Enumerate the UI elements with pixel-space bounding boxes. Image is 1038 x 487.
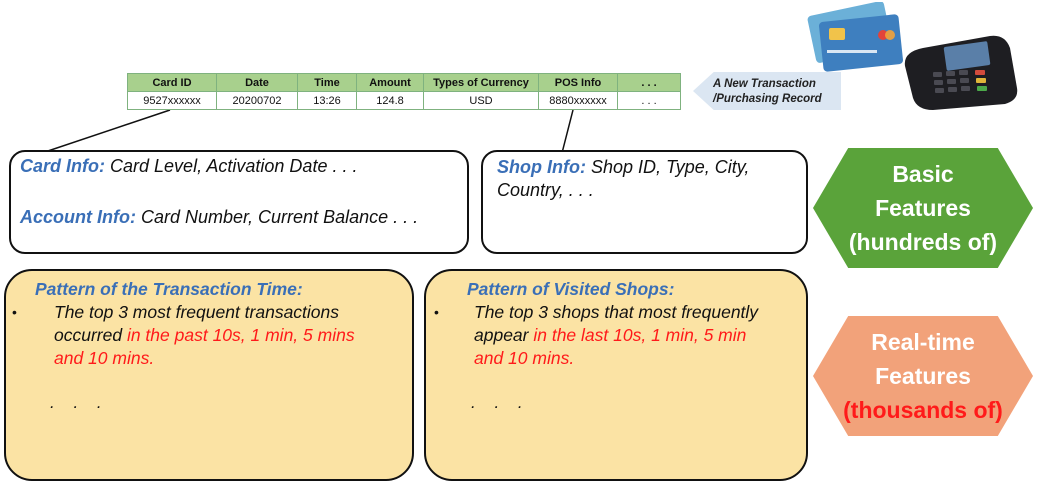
shop-info-label: Shop Info: <box>497 157 586 177</box>
time-pattern-line1: The top 3 most frequent transactions <box>54 302 340 322</box>
cell-more: . . . <box>617 91 681 110</box>
new-transaction-arrow <box>693 72 841 110</box>
time-pattern-line2: occurred in the past 10s, 1 min, 5 mins <box>54 324 409 347</box>
cell-card-id: 9527xxxxxx <box>127 91 217 110</box>
realtime-features-line1: Real-time <box>871 329 975 355</box>
credit-card-icon <box>807 2 903 72</box>
shop-pattern-line2-black: appear <box>474 325 534 345</box>
basic-features-hexagon <box>813 148 1033 268</box>
basic-features-line1: Basic <box>892 161 954 187</box>
pos-terminal-icon <box>904 35 1018 110</box>
pos-info-callout <box>561 109 598 154</box>
new-transaction-label: A New Transaction /Purchasing Record <box>713 77 843 107</box>
time-pattern-title: Pattern of the Transaction Time: <box>35 279 303 299</box>
realtime-features-line3: (thousands of) <box>843 397 1003 423</box>
cell-currency: USD <box>423 91 539 110</box>
col-amount: Amount <box>356 73 424 92</box>
time-pattern-bullet: • <box>12 304 17 320</box>
card-info-line: Card Info: Card Level, Activation Date .… <box>20 156 357 177</box>
account-info-text: Card Number, Current Balance . . . <box>141 207 419 227</box>
card-account-info-box <box>9 150 469 254</box>
time-pattern-line2-black: occurred <box>54 325 127 345</box>
account-info-label: Account Info: <box>20 207 136 227</box>
shop-pattern-title: Pattern of Visited Shops: <box>467 279 675 299</box>
col-card-id: Card ID <box>127 73 217 92</box>
col-pos-info: POS Info <box>538 73 618 92</box>
shop-pattern-ellipsis: . . . <box>471 393 530 412</box>
new-transaction-line1: A New Transaction <box>713 78 816 90</box>
shop-info-line2: Country, . . . <box>497 180 594 200</box>
basic-features-line2: Features <box>875 195 971 221</box>
cell-amount: 124.8 <box>356 91 424 110</box>
time-pattern-text: The top 3 most frequent transactions occ… <box>54 301 409 370</box>
time-pattern-line2-red: in the past 10s, 1 min, 5 mins <box>126 325 355 345</box>
shop-pattern-bullet: • <box>434 304 439 320</box>
shop-pattern-text: The top 3 shops that most frequently app… <box>474 301 804 370</box>
transaction-table: Card ID Date Time Amount Types of Curren… <box>127 73 681 110</box>
shop-pattern-line3-red: and 10 mins. <box>474 348 575 368</box>
shop-info-line1: Shop Info: Shop ID, Type, City, <box>497 157 749 178</box>
cell-pos-info: 8880xxxxxx <box>538 91 618 110</box>
card-and-pos-illustration <box>807 2 1018 110</box>
basic-features-line3: (hundreds of) <box>848 229 998 255</box>
shop-info-text1: Shop ID, Type, City, <box>591 157 750 177</box>
table-row: 9527xxxxxx 20200702 13:26 124.8 USD 8880… <box>127 91 681 110</box>
time-pattern-box <box>4 269 414 481</box>
realtime-features-hexagon <box>813 316 1033 436</box>
shop-info-box <box>481 150 808 254</box>
shop-pattern-line2-red: in the last 10s, 1 min, 5 min <box>533 325 747 345</box>
new-transaction-line2: /Purchasing Record <box>713 93 822 105</box>
col-more: . . . <box>617 73 681 92</box>
cell-date: 20200702 <box>216 91 298 110</box>
col-currency: Types of Currency <box>423 73 539 92</box>
card-info-label: Card Info: <box>20 156 105 176</box>
time-pattern-ellipsis: . . . <box>50 393 109 412</box>
col-time: Time <box>297 73 357 92</box>
cell-time: 13:26 <box>297 91 357 110</box>
card-info-text: Card Level, Activation Date . . . <box>110 156 358 176</box>
time-pattern-line3-red: and 10 mins. <box>54 348 155 368</box>
shop-pattern-line1: The top 3 shops that most frequently <box>474 302 759 322</box>
shop-pattern-line2: appear in the last 10s, 1 min, 5 min <box>474 324 804 347</box>
col-date: Date <box>216 73 298 92</box>
account-info-line: Account Info: Card Number, Current Balan… <box>20 207 418 228</box>
table-header-row: Card ID Date Time Amount Types of Curren… <box>127 73 681 92</box>
shop-pattern-box <box>424 269 808 481</box>
realtime-features-label: Real-time Features (thousands of) <box>813 325 1033 427</box>
basic-features-label: Basic Features (hundreds of) <box>813 157 1033 259</box>
realtime-features-line2: Features <box>875 363 971 389</box>
